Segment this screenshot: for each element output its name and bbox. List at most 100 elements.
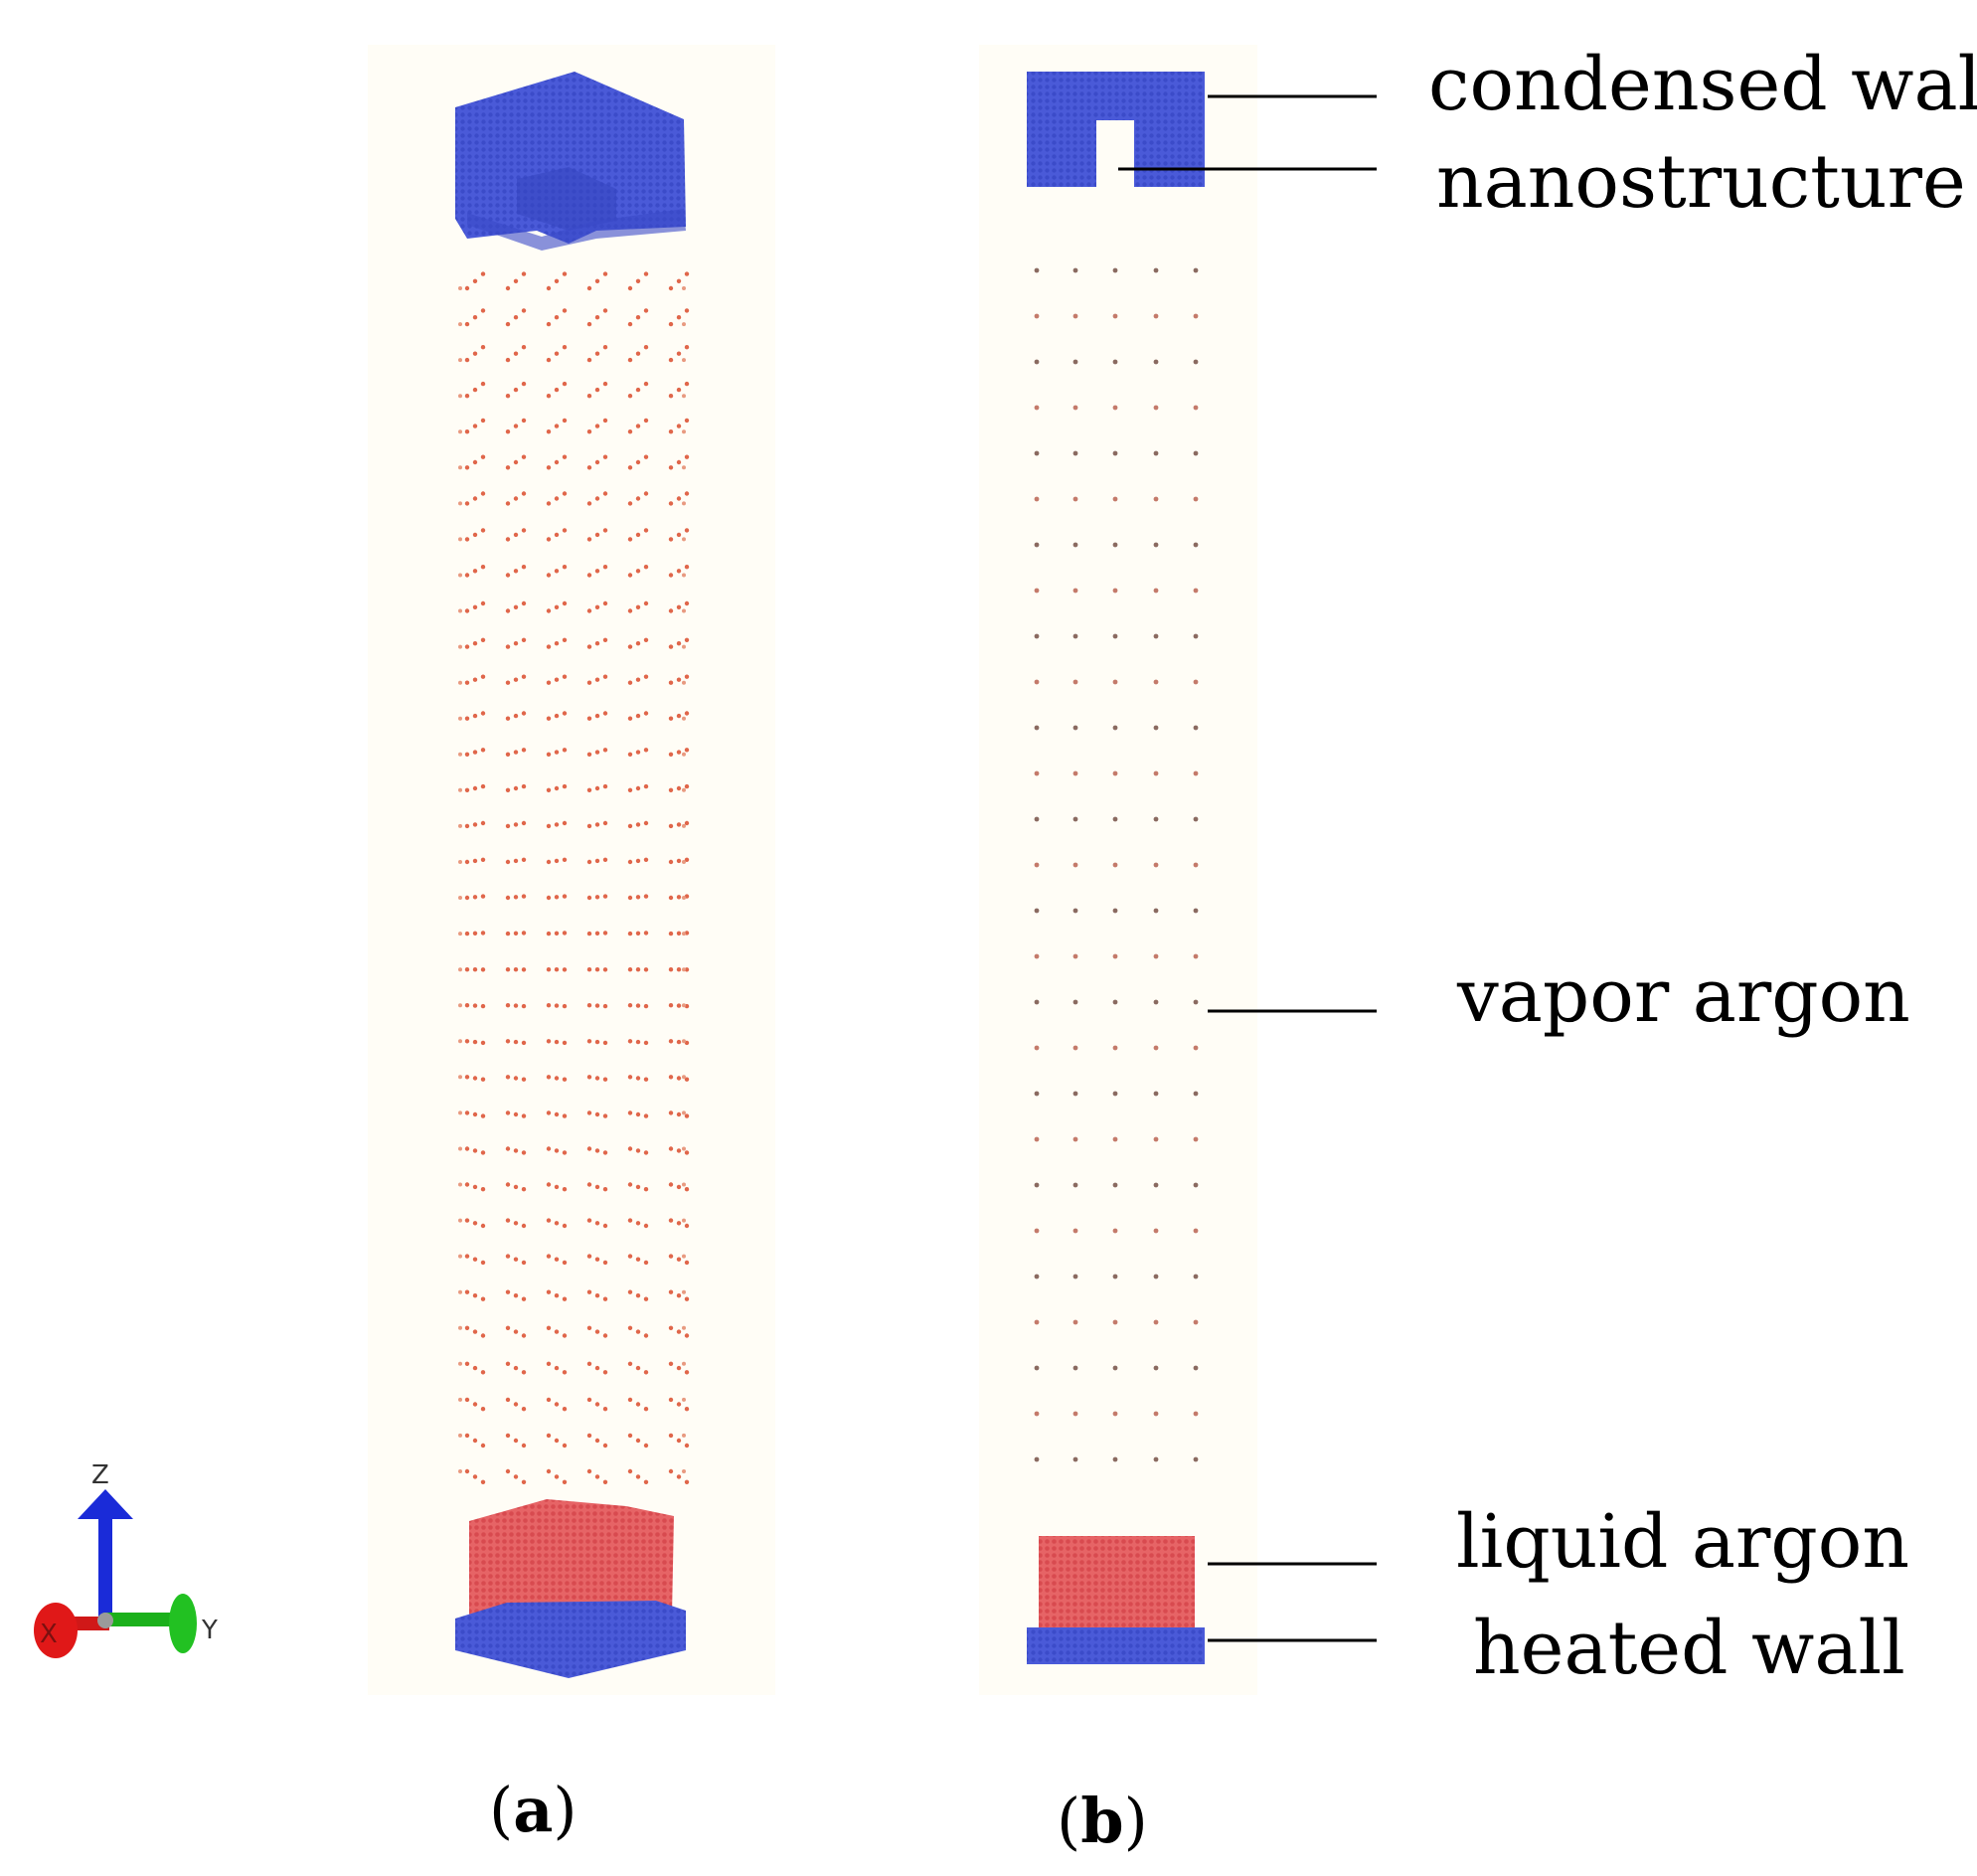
vapor-particle — [562, 1003, 568, 1009]
vapor-particle — [682, 680, 686, 685]
vapor-particle — [1072, 816, 1078, 822]
vapor-particle — [480, 711, 486, 716]
vapor-particle — [546, 1110, 552, 1115]
vapor-particle — [1112, 816, 1118, 822]
vapor-particle — [472, 1148, 478, 1153]
vapor-particle — [521, 1407, 527, 1412]
vapor-particle — [627, 1039, 633, 1044]
vapor-particle — [668, 1289, 674, 1294]
vapor-particle — [546, 537, 552, 542]
vapor-particle — [684, 1296, 690, 1301]
vapor-particle — [546, 608, 552, 613]
vapor-particle — [521, 565, 527, 570]
vapor-particle — [1153, 770, 1159, 776]
vapor-particle — [554, 1257, 560, 1262]
vapor-particle — [513, 496, 519, 501]
vapor-particle — [635, 1076, 641, 1081]
vapor-particle — [458, 537, 462, 542]
vapor-particle — [458, 896, 462, 900]
vapor-particle — [627, 1325, 633, 1331]
condensed-wall-2d — [1027, 72, 1205, 187]
vapor-particle — [676, 1003, 682, 1008]
vapor-particle — [458, 286, 462, 290]
vapor-particle — [643, 1187, 649, 1192]
vapor-particle — [602, 1407, 608, 1412]
vapor-particle — [668, 1433, 674, 1439]
vapor-particle — [1193, 542, 1199, 548]
vapor-particle — [668, 321, 674, 327]
vapor-particle — [1034, 450, 1040, 456]
vapor-particle — [594, 315, 600, 320]
vapor-particle — [627, 573, 633, 578]
vapor-particle — [684, 600, 690, 606]
vapor-particle — [586, 787, 592, 792]
vapor-particle — [1072, 267, 1078, 273]
vapor-particle — [1034, 1274, 1040, 1279]
vapor-particle — [458, 322, 462, 327]
vapor-particle — [676, 1365, 682, 1371]
vapor-particle — [643, 1479, 649, 1485]
vapor-particle — [546, 285, 552, 291]
vapor-particle — [594, 1148, 600, 1153]
vapor-particle — [668, 752, 674, 757]
vapor-particle — [546, 1254, 552, 1259]
vapor-particle — [554, 569, 560, 574]
vapor-particle — [513, 641, 519, 646]
vapor-particle — [1034, 770, 1040, 776]
condensed-wall-3d — [455, 72, 686, 244]
vapor-particle — [458, 608, 462, 613]
vapor-particle — [480, 820, 486, 826]
vapor-particle — [627, 285, 633, 291]
vapor-particle — [464, 1003, 470, 1008]
vapor-particle — [546, 573, 552, 578]
vapor-particle — [676, 931, 682, 936]
vapor-particle — [554, 1438, 560, 1444]
vapor-particle — [627, 823, 633, 829]
vapor-particle — [594, 569, 600, 574]
vapor-particle — [684, 1187, 690, 1192]
vapor-particle — [554, 713, 560, 719]
vapor-particle — [458, 1146, 462, 1151]
vapor-particle — [505, 1003, 511, 1008]
vapor-particle — [513, 1293, 519, 1298]
vapor-particle — [635, 785, 641, 791]
vapor-particle — [1112, 1136, 1118, 1142]
vapor-particle — [554, 750, 560, 755]
vapor-particle — [1193, 1274, 1199, 1279]
vapor-particle — [1072, 588, 1078, 594]
vapor-particle — [1112, 359, 1118, 365]
vapor-particle — [676, 569, 682, 574]
vapor-particle — [586, 1289, 592, 1294]
vapor-particle — [586, 1075, 592, 1080]
vapor-particle — [505, 573, 511, 578]
vapor-particle — [546, 465, 552, 470]
vapor-particle — [472, 1474, 478, 1479]
vapor-particle — [1072, 542, 1078, 548]
vapor-particle — [682, 1325, 686, 1330]
vapor-particle — [1153, 496, 1159, 502]
vapor-particle — [1193, 1319, 1199, 1325]
vapor-particle — [668, 859, 674, 865]
vapor-particle — [1112, 633, 1118, 639]
vapor-particle — [472, 1076, 478, 1081]
vapor-particle — [521, 711, 527, 716]
vapor-particle — [635, 1221, 641, 1226]
vapor-particle — [668, 823, 674, 829]
vapor-particle — [643, 271, 649, 276]
vapor-particle — [458, 1003, 462, 1008]
vapor-particle — [635, 496, 641, 501]
vapor-particle — [1112, 1182, 1118, 1188]
vapor-particle — [602, 1333, 608, 1338]
vapor-particle — [1193, 1091, 1199, 1097]
vapor-particle — [472, 1221, 478, 1226]
vapor-particle — [513, 1365, 519, 1371]
vapor-particle — [602, 894, 608, 899]
vapor-particle — [1034, 725, 1040, 731]
axis-origin — [97, 1613, 113, 1628]
label-nanostructure: nanostructure — [1436, 139, 1966, 225]
vapor-particle — [554, 315, 560, 320]
vapor-particle — [505, 859, 511, 865]
liquid-argon-2d — [1039, 1536, 1195, 1627]
vapor-particle — [505, 321, 511, 327]
vapor-particle — [480, 454, 486, 459]
